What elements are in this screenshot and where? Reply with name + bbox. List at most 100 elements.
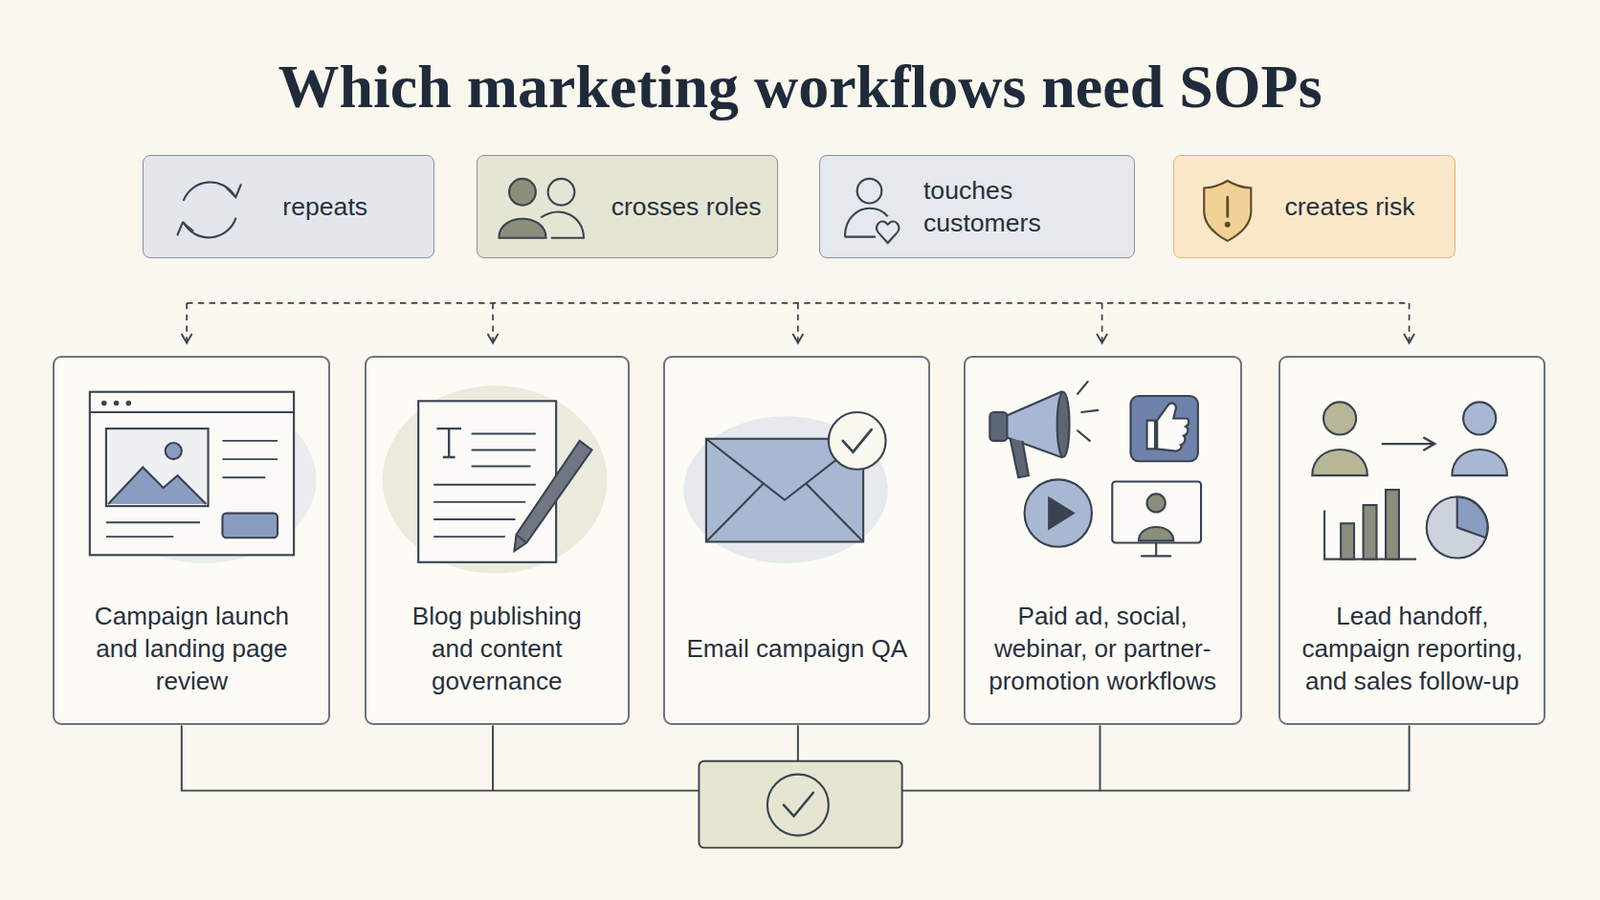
customer-icon-part xyxy=(844,208,889,238)
channels-icon-part xyxy=(1147,402,1190,451)
risk-shield-icon xyxy=(1203,180,1251,242)
merge-line xyxy=(181,725,1410,791)
dashed-bracket xyxy=(186,303,1409,344)
merge-line-part xyxy=(902,725,1101,791)
customer-icon-part xyxy=(857,178,883,204)
merge-line-part xyxy=(181,725,700,791)
landing-page-icon-part xyxy=(101,400,108,407)
merge-line-part xyxy=(491,725,494,791)
channels-icon-part xyxy=(1130,396,1198,462)
people-icon-part xyxy=(548,178,576,206)
handoff-report-icon xyxy=(1311,401,1508,559)
channels-icon-part xyxy=(1057,392,1070,458)
email-icon-part xyxy=(706,439,864,543)
email-icon xyxy=(683,412,888,564)
landing-page-icon-part xyxy=(89,411,294,414)
document-icon-part xyxy=(513,441,592,552)
handoff-report-icon-part xyxy=(1381,443,1435,445)
criterion-label: crosses roles xyxy=(611,190,762,223)
dashed-bracket-part xyxy=(491,303,494,344)
landing-page-icon-part xyxy=(113,400,120,407)
channels-icon-part xyxy=(1010,439,1029,479)
check-box-part xyxy=(767,775,829,837)
workflow-label: Blog publishing and content governance xyxy=(395,600,600,698)
handoff-report-icon-part xyxy=(1340,523,1355,559)
workflow-label-area: Email campaign QA xyxy=(665,582,929,716)
landing-page-icon-part xyxy=(91,396,317,564)
channels-icon-part xyxy=(1147,493,1166,512)
handoff-report-icon-part xyxy=(1311,449,1368,476)
document-icon-part xyxy=(516,534,528,544)
workflow-box: Campaign launch and landing page review xyxy=(52,355,331,726)
email-icon-part xyxy=(828,412,887,470)
risk-shield-icon-part xyxy=(1225,222,1230,227)
criterion-label: creates risk xyxy=(1284,190,1415,223)
channels-icon-part xyxy=(989,412,1007,442)
landing-page-icon-part xyxy=(222,513,278,539)
workflow-label-area: Campaign launch and landing page review xyxy=(54,582,329,716)
dashed-bracket-part xyxy=(1101,303,1104,344)
repeat-icon-part xyxy=(226,184,242,198)
workflow-box: Paid ad, social, webinar, or partner-pro… xyxy=(963,355,1243,726)
people-icon xyxy=(498,178,584,239)
people-icon-part xyxy=(509,178,536,206)
channels-icon-part xyxy=(1004,392,1062,458)
risk-shield-icon-part xyxy=(1225,197,1229,217)
email-icon-part xyxy=(683,416,888,564)
criterion-label: touches customers xyxy=(923,174,1134,240)
repeat-icon-part xyxy=(183,218,236,238)
criterion-box: crosses roles xyxy=(476,155,778,259)
channels-icon-part xyxy=(1048,498,1074,530)
diagram-title: Which marketing workflows need SOPs xyxy=(0,50,1600,125)
criterion-box: touches customers xyxy=(819,155,1134,259)
merge-line-part xyxy=(1100,725,1410,791)
channels-icon-part xyxy=(1111,482,1201,544)
dashed-bracket-part xyxy=(797,303,800,344)
landing-page-icon-part xyxy=(89,392,294,556)
criterion-box: repeats xyxy=(142,155,435,259)
landing-page-icon-part xyxy=(106,441,278,537)
landing-page-icon-part xyxy=(126,400,133,407)
handoff-report-icon-part xyxy=(1451,449,1508,476)
handoff-report-icon-part xyxy=(1463,401,1496,435)
handoff-report-icon-part xyxy=(1324,510,1417,559)
dashed-bracket-part xyxy=(185,303,188,344)
workflow-label: Lead handoff, campaign reporting, and sa… xyxy=(1287,600,1537,698)
email-icon-part xyxy=(843,429,872,452)
handoff-report-icon-part xyxy=(1385,489,1400,560)
workflow-box: Email campaign QA xyxy=(663,355,931,726)
workflow-box: Lead handoff, campaign reporting, and sa… xyxy=(1278,355,1546,726)
risk-shield-icon-part xyxy=(1203,180,1251,242)
document-icon xyxy=(382,385,608,574)
repeat-icon-part xyxy=(183,181,235,200)
dashed-bracket-part xyxy=(186,302,1409,305)
channels-icon xyxy=(989,381,1201,556)
workflow-label-area: Lead handoff, campaign reporting, and sa… xyxy=(1280,582,1544,716)
check-box-part xyxy=(783,793,814,818)
check-box xyxy=(698,761,902,849)
workflow-box: Blog publishing and content governance xyxy=(364,355,630,726)
criterion-box: creates risk xyxy=(1173,155,1455,259)
customer-icon xyxy=(844,178,899,244)
landing-page-icon-part xyxy=(108,467,206,505)
criterion-label: repeats xyxy=(282,190,368,223)
channels-icon-part xyxy=(1024,479,1092,547)
document-icon-part xyxy=(382,385,608,574)
repeat-icon-part xyxy=(177,222,194,236)
merge-line-part xyxy=(797,725,800,761)
document-icon-part xyxy=(433,433,536,537)
handoff-report-icon-part xyxy=(1457,497,1489,539)
customer-icon-part xyxy=(844,236,876,239)
handoff-report-icon-part xyxy=(1323,401,1356,435)
channels-icon-part xyxy=(1077,381,1098,442)
document-icon-part xyxy=(418,400,556,562)
channels-icon-part xyxy=(1140,543,1172,557)
dashed-bracket-part xyxy=(1408,303,1411,344)
landing-page-icon-part xyxy=(108,467,206,505)
email-icon-part xyxy=(706,439,864,543)
handoff-report-icon-part xyxy=(1426,497,1489,559)
check-box-part xyxy=(698,761,902,849)
channels-icon-part xyxy=(1138,527,1174,541)
